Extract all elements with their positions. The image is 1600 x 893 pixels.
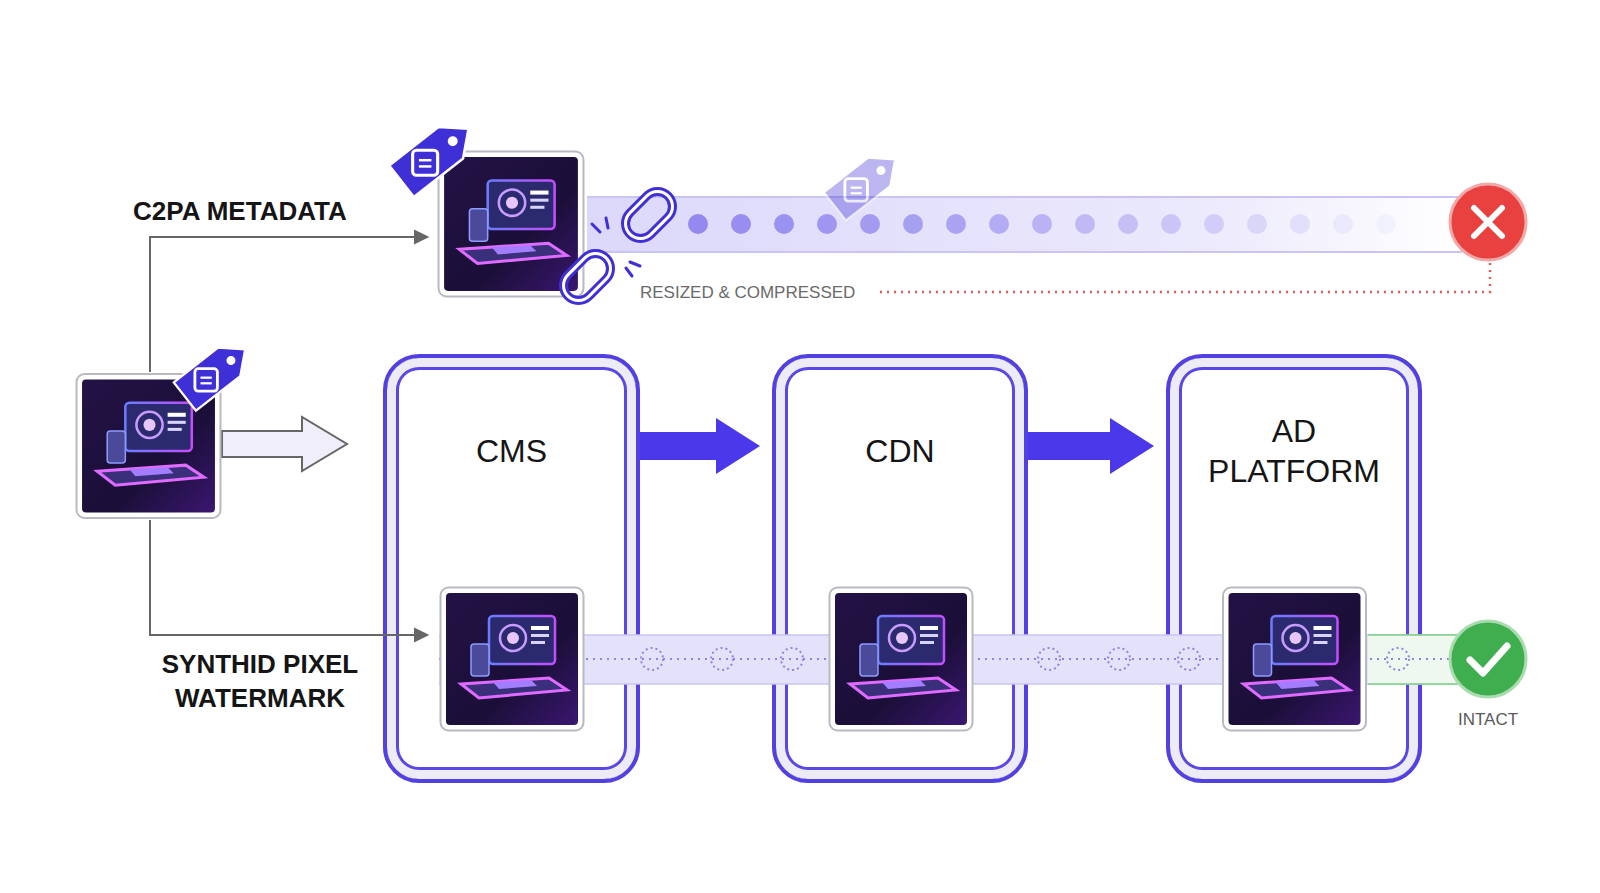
flow-arrow <box>1028 418 1154 474</box>
stage-title: CDN <box>805 431 995 471</box>
annotation-label: C2PA METADATA <box>133 196 433 226</box>
watermark-band <box>439 588 1526 731</box>
annotation-label: INTACT <box>1438 710 1538 730</box>
title-wrap: CDN <box>776 408 1024 494</box>
title-wrap: AD PLATFORM <box>1170 408 1418 494</box>
annotation-label: RESIZED & COMPRESSED <box>640 283 940 303</box>
outline-arrow <box>222 417 347 471</box>
stage-title: AD PLATFORM <box>1199 411 1389 491</box>
title-wrap: CMS <box>387 408 636 494</box>
flow-arrow <box>640 418 760 474</box>
metadata-band <box>389 113 1526 307</box>
source-image <box>77 335 257 518</box>
annotation-label: SYNTHID PIXEL WATERMARK <box>135 647 385 715</box>
stage-title: CMS <box>417 431 607 471</box>
